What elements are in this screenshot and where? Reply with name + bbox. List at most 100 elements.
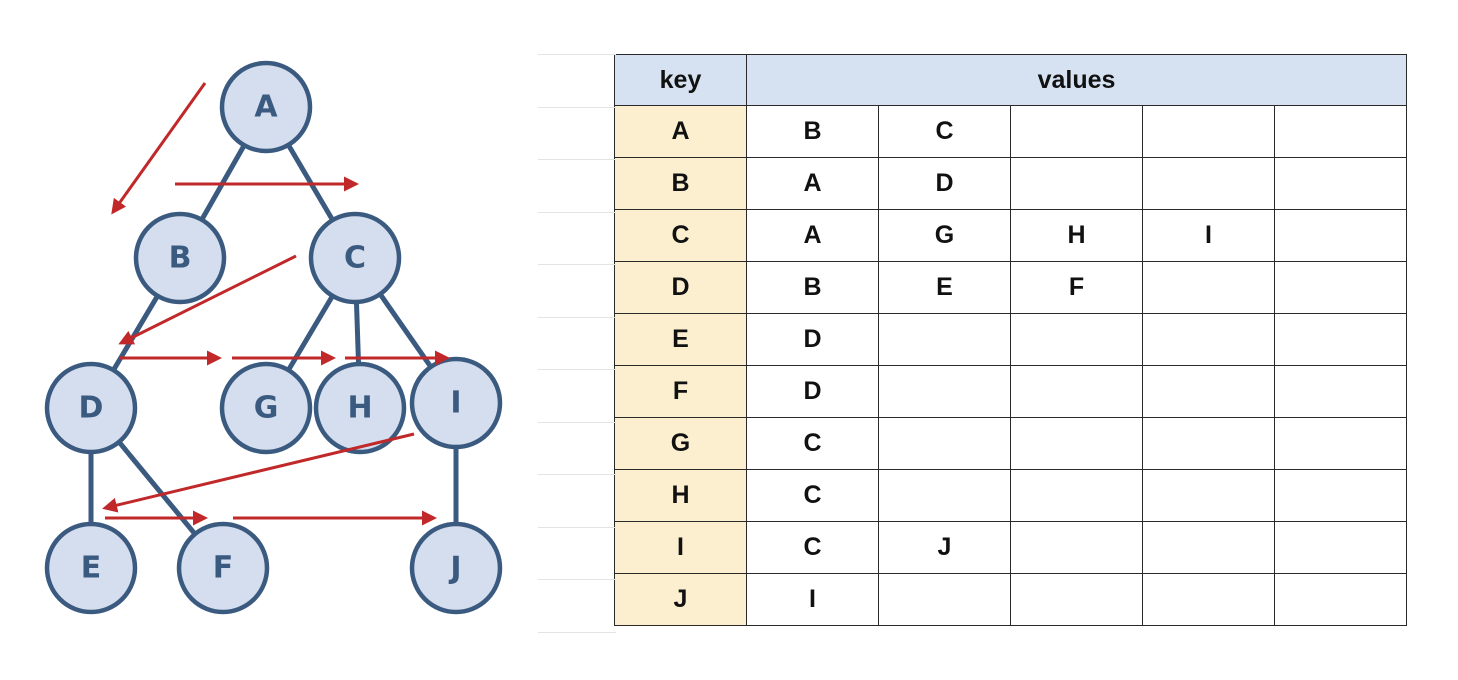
value-cell: D [746,365,879,418]
edge-C-H [353,301,362,365]
value-cell: I [746,573,879,626]
value-cell [1010,313,1143,366]
node-circle [308,211,402,305]
value-cell [878,313,1011,366]
node-label: G [254,391,279,426]
value-cell [1010,105,1143,158]
gridline [538,106,616,108]
key-cell: H [614,469,747,522]
value-cell [1274,469,1407,522]
node-label: E [81,551,102,586]
node-label: B [169,241,192,276]
node-label: C [344,241,366,276]
value-cell [1142,157,1275,210]
value-cell [1274,573,1407,626]
node-circle [44,521,138,615]
gridline [538,264,616,265]
value-cell [878,417,1011,470]
gridline [538,54,616,55]
key-cell: A [614,105,747,158]
value-cell: C [746,469,879,522]
value-cell: B [746,261,879,314]
value-cell [1142,261,1275,314]
value-cell: J [878,521,1011,574]
node-circle [133,211,227,305]
value-cell [1142,521,1275,574]
traversal-arrows-layer [102,82,450,526]
value-cell [1010,469,1143,522]
value-cell: C [878,105,1011,158]
value-cell [1010,521,1143,574]
traversal-arrow [111,82,207,215]
value-cell: E [878,261,1011,314]
node-J: J [409,521,503,615]
node-circle [313,361,407,455]
gridline [538,579,616,580]
node-label: D [79,391,104,426]
value-cell [1142,313,1275,366]
node-H: H [313,361,407,455]
node-B: B [133,211,227,305]
value-cell: I [1142,209,1275,262]
node-label: I [450,386,461,421]
edge-C-I [378,292,433,369]
value-cell [878,469,1011,522]
node-label: A [254,90,278,125]
value-cell: F [1010,261,1143,314]
value-cell: A [746,157,879,210]
value-cell [1010,573,1143,626]
edges-layer [88,143,459,536]
gridline [538,474,616,475]
key-header: key [614,54,747,106]
value-cell [878,573,1011,626]
value-cell: B [746,105,879,158]
value-cell: D [878,157,1011,210]
value-cell [1274,417,1407,470]
key-cell: B [614,157,747,210]
node-A: A [219,60,313,154]
node-circle [219,60,313,154]
values-header: values [746,54,1407,106]
value-cell [1142,573,1275,626]
value-cell [1010,417,1143,470]
value-cell [1142,365,1275,418]
node-C: C [308,211,402,305]
gridline [538,159,616,160]
value-cell [1010,365,1143,418]
value-cell [1010,157,1143,210]
key-cell: E [614,313,747,366]
value-cell [1142,417,1275,470]
value-cell: G [878,209,1011,262]
key-cell: C [614,209,747,262]
value-cell [1274,313,1407,366]
value-cell: C [746,417,879,470]
value-cell: D [746,313,879,366]
traversal-arrow [118,254,297,345]
value-cell [1274,365,1407,418]
gridline [538,526,616,528]
node-E: E [44,521,138,615]
node-label: J [448,551,461,586]
value-cell [1274,157,1407,210]
gridline [538,631,616,633]
value-cell [1142,469,1275,522]
key-cell: J [614,573,747,626]
node-circle [409,521,503,615]
key-cell: D [614,261,747,314]
node-I: I [409,356,503,450]
table-header-row: key values [614,54,1407,106]
node-G: G [219,361,313,455]
node-circle [219,361,313,455]
